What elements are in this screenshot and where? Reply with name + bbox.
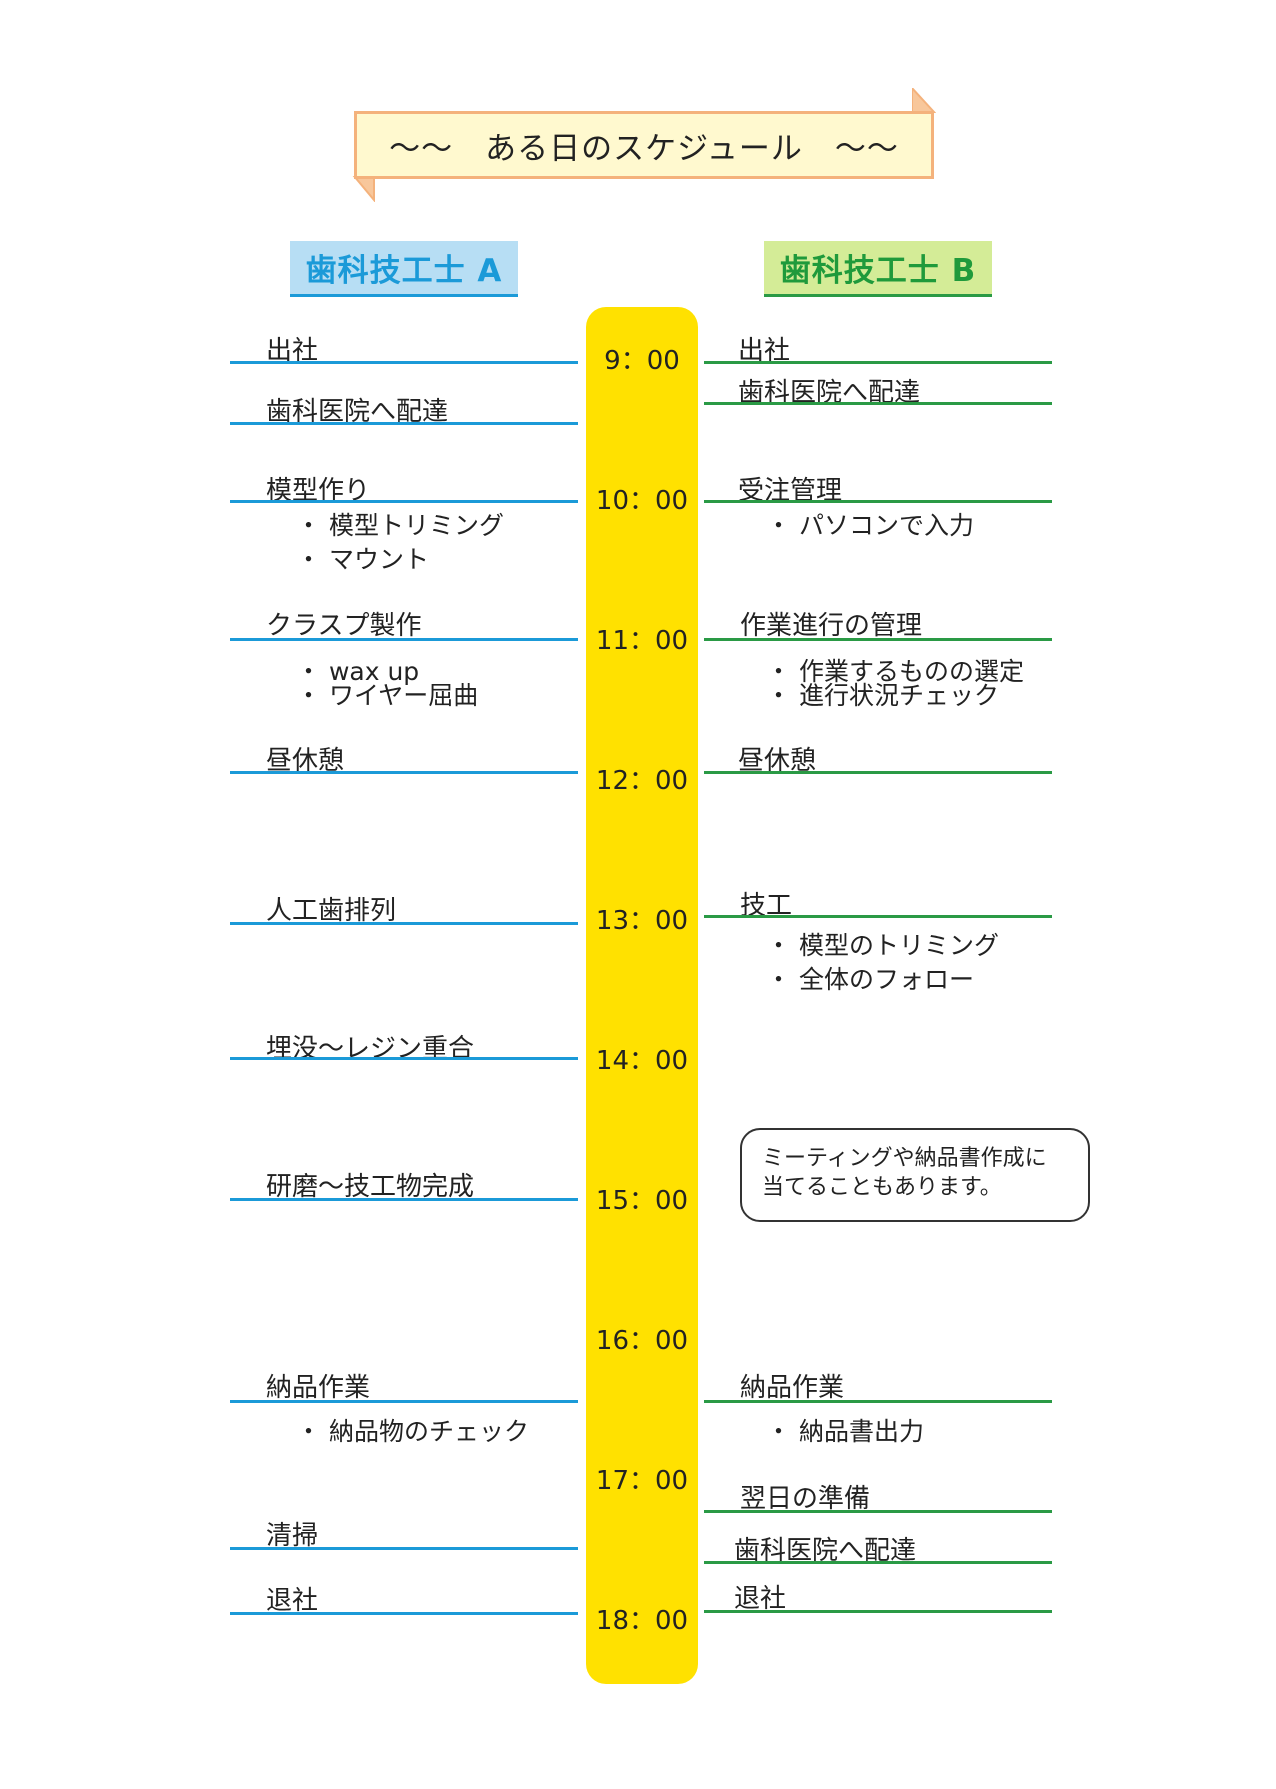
schedule-subitem-b: ・ 納品書出力: [766, 1417, 924, 1446]
schedule-line-a: [230, 922, 578, 925]
schedule-line-a: [230, 500, 578, 503]
schedule-line-b: [704, 771, 1052, 774]
schedule-line-b: [704, 1510, 1052, 1513]
note-box: ミーティングや納品書作成に 当てることもあります。: [740, 1128, 1090, 1222]
schedule-line-a: [230, 1547, 578, 1550]
schedule-line-b: [704, 638, 1052, 641]
schedule-line-a: [230, 771, 578, 774]
schedule-line-b: [704, 1561, 1052, 1564]
schedule-line-b: [704, 1610, 1052, 1613]
time-label: 17：00: [595, 1466, 689, 1496]
time-label: 18：00: [595, 1606, 689, 1636]
schedule-line-a: [230, 1057, 578, 1060]
time-label: 16：00: [595, 1326, 689, 1356]
time-label: 9：00: [604, 346, 680, 376]
time-label: 11：00: [595, 626, 689, 656]
note-line: 当てることもあります。: [762, 1175, 1002, 1200]
time-label: 13：00: [595, 906, 689, 936]
page-title: ～～ ある日のスケジュール ～～: [354, 111, 934, 179]
schedule-line-b: [704, 402, 1052, 405]
schedule-item-b: 翌日の準備: [740, 1484, 871, 1514]
schedule-line-a: [230, 638, 578, 641]
column-header-a: 歯科技工士 A: [290, 241, 518, 297]
schedule-item-a: 納品作業: [266, 1373, 371, 1403]
schedule-line-b: [704, 500, 1052, 503]
schedule-subitem-a: ・ 納品物のチェック: [296, 1417, 529, 1446]
schedule-item-b: 作業進行の管理: [740, 611, 923, 641]
time-label: 12：00: [595, 766, 689, 796]
time-label: 10：00: [595, 486, 689, 516]
schedule-line-a: [230, 1198, 578, 1201]
schedule-subitem-a: ・ ワイヤー屈曲: [296, 681, 479, 710]
schedule-line-b: [704, 915, 1052, 918]
schedule-subitem-a: ・ マウント: [296, 545, 429, 574]
schedule-item-b: 納品作業: [740, 1373, 845, 1403]
note-line: ミーティングや納品書作成に: [762, 1146, 1047, 1171]
schedule-subitem-b: ・ パソコンで入力: [766, 511, 974, 540]
schedule-line-a: [230, 361, 578, 364]
column-header-b: 歯科技工士 B: [764, 241, 992, 297]
schedule-subitem-b: ・ 模型のトリミング: [766, 931, 999, 960]
schedule-item-a: 人工歯排列: [266, 896, 397, 926]
time-label: 14：00: [595, 1046, 689, 1076]
schedule-line-b: [704, 361, 1052, 364]
schedule-item-a: クラスプ製作: [266, 611, 422, 641]
schedule-item-a: 清掃: [266, 1521, 319, 1551]
schedule-subitem-b: ・ 全体のフォロー: [766, 965, 974, 994]
schedule-line-a: [230, 1612, 578, 1615]
schedule-item-b: 退社: [734, 1584, 787, 1614]
schedule-subitem-b: ・ 作業するものの選定: [766, 657, 1024, 686]
schedule-item-a: 退社: [266, 1586, 319, 1616]
schedule-line-a: [230, 422, 578, 425]
timeline-bar: [586, 307, 698, 1684]
schedule-line-b: [704, 1400, 1052, 1403]
schedule-item-a: 研磨～技工物完成: [266, 1172, 475, 1202]
schedule-subitem-a: ・ wax up: [296, 657, 420, 686]
time-label: 15：00: [595, 1186, 689, 1216]
schedule-subitem-b: ・ 進行状況チェック: [766, 681, 999, 710]
schedule-line-a: [230, 1400, 578, 1403]
banner-fold-bottom-left: [352, 176, 375, 202]
schedule-subitem-a: ・ 模型トリミング: [296, 511, 504, 540]
